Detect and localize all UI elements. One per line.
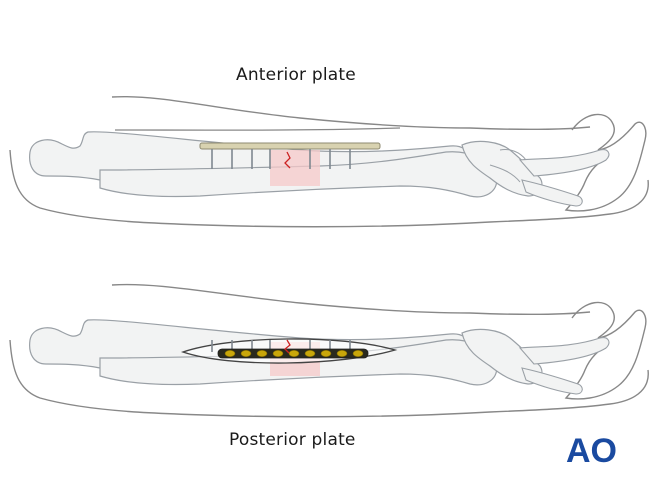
ao-logo: AO — [566, 432, 617, 466]
metacarpal-bones — [518, 149, 610, 207]
fracture-line — [284, 151, 291, 169]
forearm-outline — [9, 283, 649, 418]
ao-logo-text: AO — [566, 432, 617, 466]
anterior-plate-illustration — [9, 95, 649, 228]
fracture-zone — [270, 150, 320, 186]
anterior-plate — [199, 142, 381, 150]
forearm-outline — [9, 95, 649, 228]
hand-outline — [564, 301, 647, 400]
hand-outline — [564, 113, 647, 212]
fracture-line — [284, 339, 291, 354]
plate-screws — [211, 149, 351, 169]
plate-holes — [224, 349, 364, 357]
anterior-plate-label: Anterior plate — [236, 65, 356, 85]
metacarpal-bones — [518, 337, 610, 395]
posterior-plate-label: Posterior plate — [229, 430, 356, 450]
posterior-plate-illustration — [9, 283, 649, 418]
